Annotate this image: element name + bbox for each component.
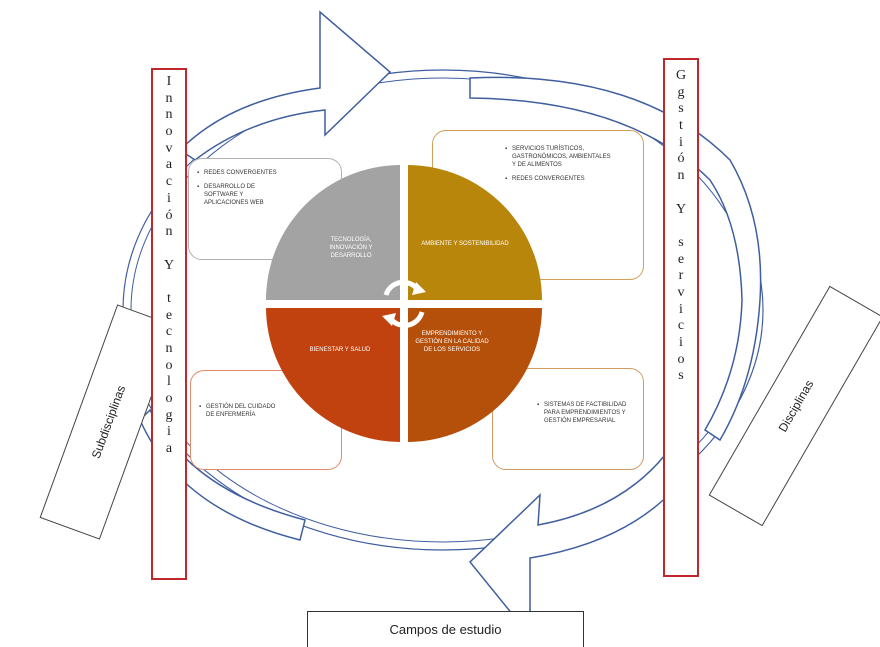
quadrant-top-right: [408, 165, 542, 300]
bar-letter: i: [679, 335, 683, 350]
quadrant-label-top-left: TECNOLOGÍA, INNOVACIÓN Y DESARROLLO: [329, 237, 373, 259]
bar-letter: I: [166, 74, 172, 89]
quadrant-bottom-left: [266, 308, 400, 442]
bar-letter: a: [165, 441, 173, 457]
bar-letter: [665, 218, 697, 235]
card-bullet-item: REDES CONVERGENTES: [505, 175, 615, 183]
bar-letter: o: [165, 357, 173, 373]
bar-letter: i: [167, 190, 171, 206]
bar-letter: c: [165, 324, 173, 340]
bar-letter: s: [678, 368, 684, 384]
quadrant-label-top-right: AMBIENTE Y SOSTENIBILIDAD: [421, 241, 509, 247]
bar-letter: o: [677, 351, 685, 367]
bar-letter: a: [165, 157, 173, 173]
card-bullet-item: SERVICIOS TURÍSTICOS, GASTRONÓMICOS, AMB…: [505, 145, 615, 169]
bar-letter: n: [165, 341, 173, 356]
bar-letter: Y: [675, 201, 687, 217]
bar-letter: i: [679, 301, 683, 317]
bar-letter: o: [165, 391, 173, 407]
bar-letter: [665, 185, 697, 202]
bar-letter: e: [677, 251, 685, 267]
bar-letter: i: [679, 134, 683, 150]
campos-de-estudio-label: Campos de estudio: [389, 622, 502, 637]
bar-letter: g: [677, 84, 685, 100]
bar-letter: ó: [165, 207, 173, 223]
bar-letter: Y: [163, 257, 175, 273]
bar-letter: g: [165, 407, 173, 423]
bar-letter: i: [167, 424, 171, 440]
left-arc-arrow: [139, 408, 306, 541]
bar-letter: [153, 241, 185, 258]
quadrant-label-bottom-right: EMPRENDIMIENTO Y GESTIÓN EN LA CALIDAD D…: [415, 331, 489, 353]
bar-letter: s: [678, 234, 684, 250]
bar-letter: n: [677, 168, 685, 184]
quadrant-bottom-right: [408, 308, 542, 442]
bar-letter: r: [678, 268, 684, 284]
top-arrow: [178, 10, 392, 161]
card-bottom-right: SISTEMAS DE FACTIBILIDAD PARA EMPRENDIMI…: [492, 368, 644, 470]
campos-de-estudio-box: Campos de estudio: [307, 611, 584, 647]
bar-letter: n: [165, 224, 173, 240]
bar-letter: e: [165, 307, 173, 323]
bar-letter: c: [165, 174, 173, 190]
bar-letter: n: [165, 90, 173, 106]
card-bullet-item: SISTEMAS DE FACTIBILIDAD PARA EMPRENDIMI…: [537, 401, 629, 425]
bar-letter: G: [675, 68, 687, 83]
quadrant-label-bottom-left: BIENESTAR Y SALUD: [309, 347, 371, 353]
card-bullet-item: GESTIÓN DEL CUIDADO DE ENFERMERÍA: [199, 403, 279, 419]
bar-letter: n: [165, 107, 173, 123]
bar-letter: v: [677, 284, 685, 300]
bottom-arrow: [468, 454, 692, 639]
bar-letter: ó: [677, 151, 685, 167]
quadrant-top-left: [266, 165, 400, 300]
bar-letter: o: [165, 124, 173, 140]
bar-letter: t: [167, 290, 171, 306]
bar-letter: s: [678, 101, 684, 117]
bar-letter: v: [165, 140, 173, 156]
bar-letter: c: [677, 318, 685, 334]
card-bullet-item: REDES CONVERGENTES: [197, 169, 277, 177]
bar-letter: t: [679, 118, 683, 134]
bar-letter: l: [167, 374, 171, 390]
bar-letter: [153, 274, 185, 291]
card-bullet-item: DESARROLLO DE SOFTWARE Y APLICACIONES WE…: [197, 183, 277, 207]
